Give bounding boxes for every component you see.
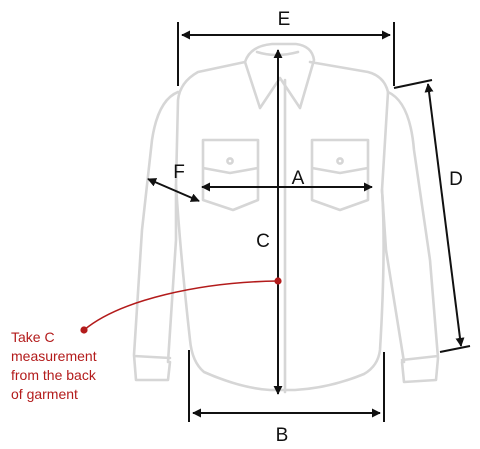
callout-dot-start [80, 326, 88, 334]
callout-dot-end [274, 277, 282, 285]
left-pocket [201, 138, 260, 212]
label-c: C [256, 231, 270, 252]
shirt-body [174, 60, 390, 392]
callout-line: of garment [11, 386, 78, 402]
callout-note: Take C measurement from the back of garm… [11, 329, 100, 402]
measurement-d [393, 79, 471, 353]
right-pocket [310, 138, 370, 212]
left-pocket-button [226, 157, 234, 165]
label-f: F [173, 162, 185, 183]
right-sleeve [380, 90, 440, 384]
callout-leader [83, 280, 279, 331]
left-sleeve [132, 90, 180, 382]
shirt-outline [132, 42, 440, 394]
callout-line: from the back [11, 367, 97, 383]
label-e: E [278, 9, 291, 30]
callout-line: measurement [11, 348, 97, 364]
measurement-b [188, 350, 385, 422]
shirt-collar [243, 42, 316, 110]
label-d: D [449, 169, 463, 190]
label-b: B [276, 425, 289, 446]
right-pocket-button [336, 157, 344, 165]
callout-line: Take C [11, 329, 55, 345]
label-a: A [292, 168, 305, 189]
measurement-e [177, 22, 395, 86]
measurement-f [147, 178, 200, 202]
